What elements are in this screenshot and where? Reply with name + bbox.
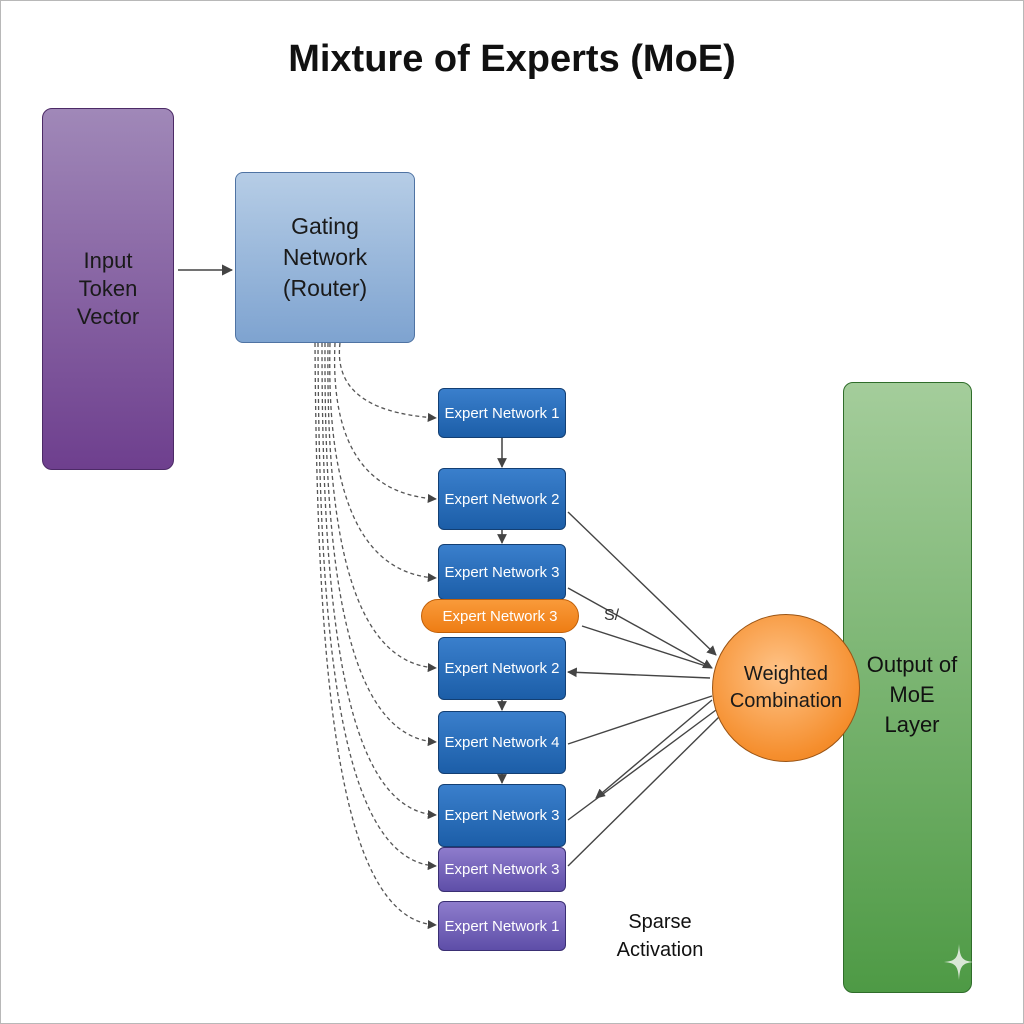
gating-network-router-box: Gating Network (Router) <box>235 172 415 343</box>
expert-network-box-9: Expert Network 1 <box>438 901 566 951</box>
combination-link-6 <box>595 699 713 799</box>
combination-link-2 <box>567 587 713 669</box>
expert-network-box-5: Expert Network 2 <box>438 637 566 700</box>
expert-network-box-7: Expert Network 3 <box>438 784 566 847</box>
output-layer-box <box>843 382 972 993</box>
router-route-2 <box>333 342 437 504</box>
combination-link-4 <box>567 667 711 679</box>
expert-network-box-2: Expert Network 2 <box>438 468 566 530</box>
expert-network-box-4: Expert Network 3 <box>421 599 579 633</box>
expert-network-box-8: Expert Network 3 <box>438 847 566 892</box>
combination-link-1 <box>567 511 717 656</box>
weighted-combination-node: Weighted Combination <box>712 614 860 762</box>
sparkle-icon <box>944 944 974 980</box>
routing-annotation: S/ <box>604 607 620 624</box>
combination-links <box>567 511 721 867</box>
sparse-activation-label: Sparse Activation <box>616 911 704 961</box>
router-route-5 <box>324 342 437 747</box>
router-dashed-routes <box>314 342 437 930</box>
combination-link-8 <box>567 715 721 867</box>
combination-link-3 <box>581 625 713 669</box>
expert-network-box-1: Expert Network 1 <box>438 388 566 438</box>
expert-network-box-6: Expert Network 4 <box>438 711 566 774</box>
input-token-vector-box: Input Token Vector <box>42 108 174 470</box>
router-route-3 <box>329 342 437 583</box>
diagram-title: Mixture of Experts (MoE) <box>288 38 736 80</box>
combination-link-7 <box>567 709 717 821</box>
expert-network-box-3: Expert Network 3 <box>438 544 566 600</box>
router-route-7 <box>317 342 437 871</box>
router-route-4 <box>327 342 437 673</box>
router-route-1 <box>338 342 437 422</box>
router-route-6 <box>321 342 437 820</box>
output-layer-label: Output of MoE Layer <box>866 652 958 737</box>
combination-link-5 <box>567 695 713 745</box>
